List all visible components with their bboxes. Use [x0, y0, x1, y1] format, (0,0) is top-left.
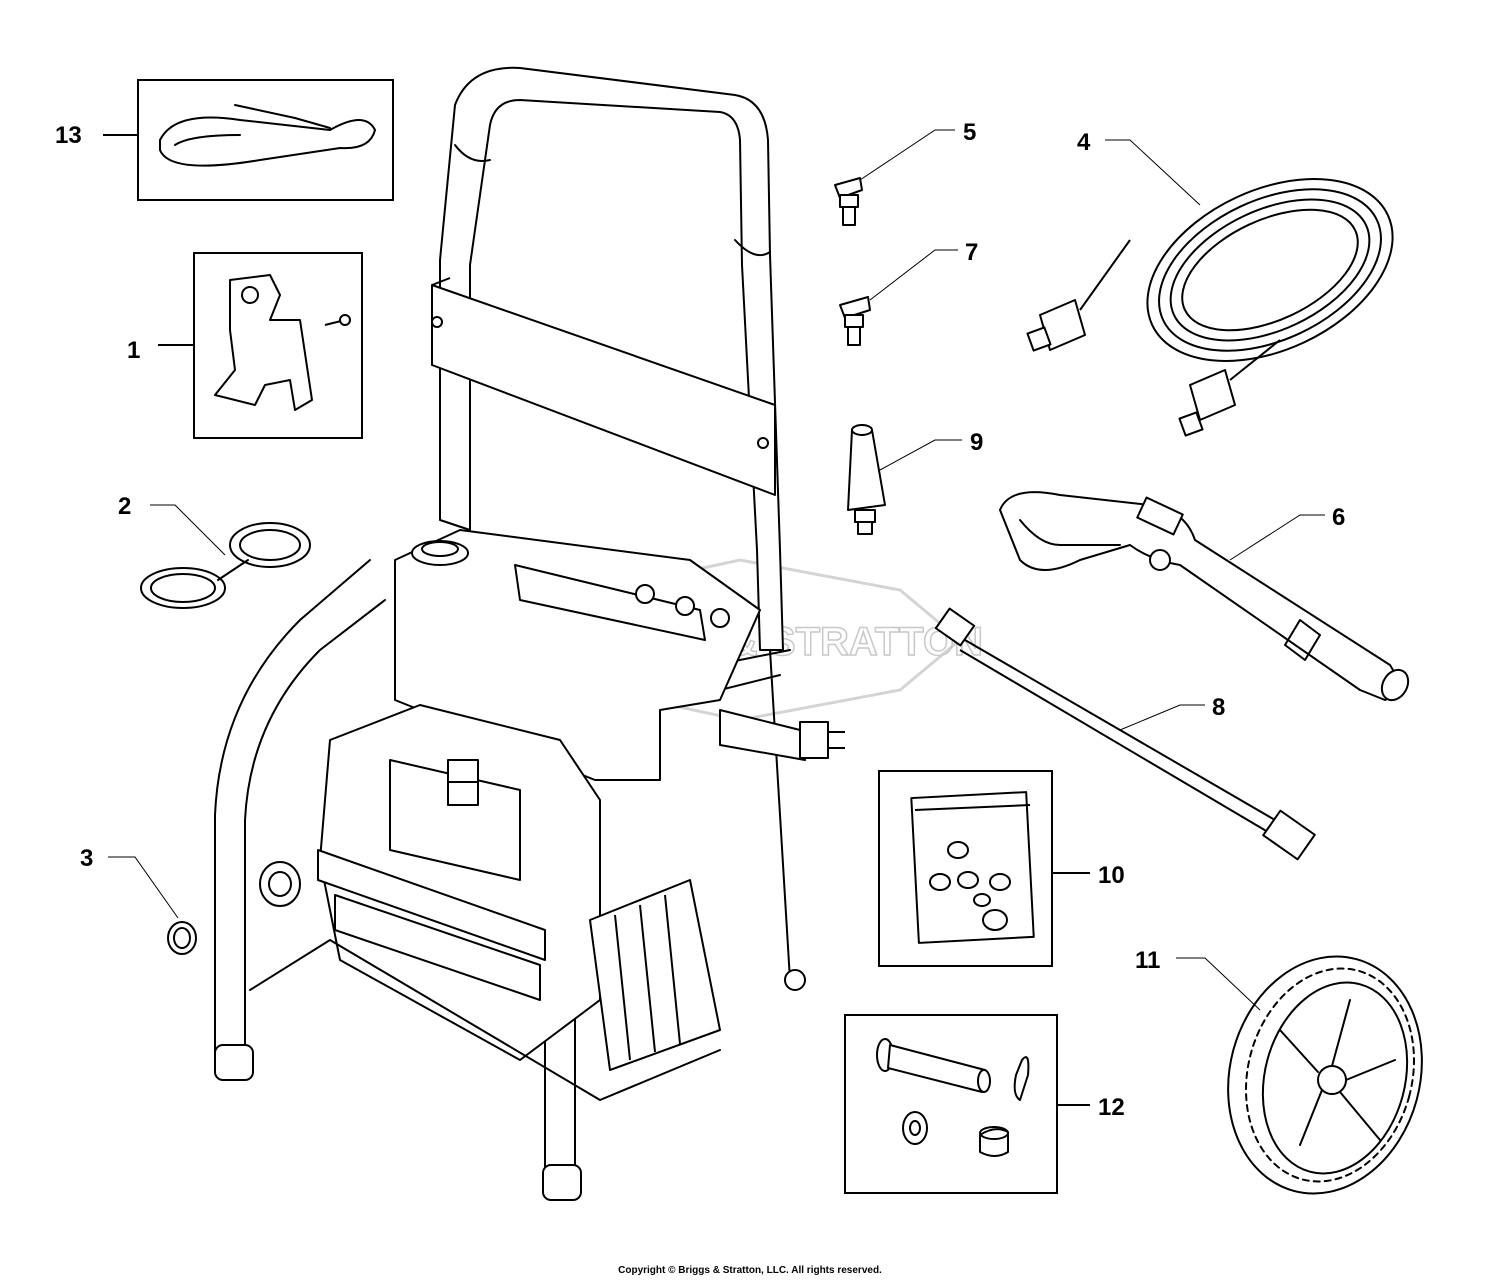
callout-8: 8 [1212, 694, 1225, 721]
callout-6: 6 [1332, 504, 1345, 531]
callout-10: 10 [1098, 862, 1125, 889]
part-10-hardware-kit [878, 770, 1053, 967]
callout-12: 12 [1098, 1094, 1125, 1121]
part-3-inlet-screen [167, 921, 197, 955]
part-5-nozzle-tip [834, 177, 863, 226]
callout-13: 13 [55, 122, 82, 149]
callout-9: 9 [970, 429, 983, 456]
part-4-high-pressure-hose [1026, 178, 1394, 437]
callout-11: 11 [1135, 947, 1160, 974]
part-12-axle-kit [844, 1014, 1058, 1194]
copyright-notice: Copyright © Briggs & Stratton, LLC. All … [618, 1265, 882, 1276]
callout-1: 1 [127, 337, 140, 364]
part-1-nozzle-holder [193, 252, 363, 439]
pressure-washer-main-unit [214, 66, 845, 1201]
callout-4: 4 [1077, 129, 1091, 156]
callout-5: 5 [963, 119, 976, 146]
part-6-spray-gun [999, 491, 1410, 702]
callout-2: 2 [118, 493, 131, 520]
callout-7: 7 [965, 239, 978, 266]
part-9-turbo-nozzle [847, 424, 886, 535]
callout-3: 3 [80, 845, 93, 872]
part-13-strap [137, 79, 394, 201]
part-7-nozzle-tip [839, 296, 871, 346]
part-11-wheel [1227, 955, 1423, 1195]
part-2-cap-tether [140, 522, 311, 609]
